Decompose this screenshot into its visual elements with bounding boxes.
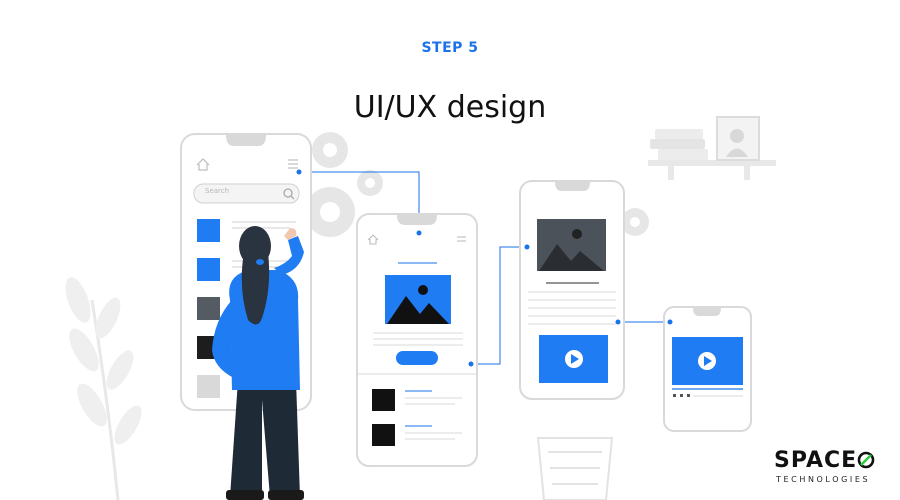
search-icon — [283, 188, 293, 198]
shelf-decoration — [648, 116, 776, 180]
person-figure — [212, 226, 304, 500]
search-input — [193, 183, 300, 204]
menu-icon — [457, 236, 466, 242]
phone-detail-screen — [356, 213, 478, 467]
flow-dots — [296, 169, 673, 367]
phone-video-screen — [663, 306, 752, 432]
step-label: STEP 5 — [421, 40, 479, 56]
cta-pill — [396, 351, 438, 365]
menu-icon — [288, 159, 298, 169]
brand-logo: SPACE TECHNOLOGIES — [774, 448, 886, 488]
plant-decoration — [65, 277, 142, 500]
brand-mark-icon — [857, 451, 875, 469]
home-icon — [367, 234, 379, 245]
basket-decoration — [536, 437, 614, 500]
phone-media-screen — [519, 180, 625, 400]
search-placeholder: Search — [205, 187, 230, 195]
gear-icon — [305, 132, 649, 237]
brand-name: SPACE — [774, 448, 858, 473]
brand-subtitle: TECHNOLOGIES — [776, 475, 871, 484]
page-title: UI/UX design — [353, 90, 547, 126]
flow-connectors — [299, 171, 670, 365]
home-icon — [196, 158, 210, 171]
